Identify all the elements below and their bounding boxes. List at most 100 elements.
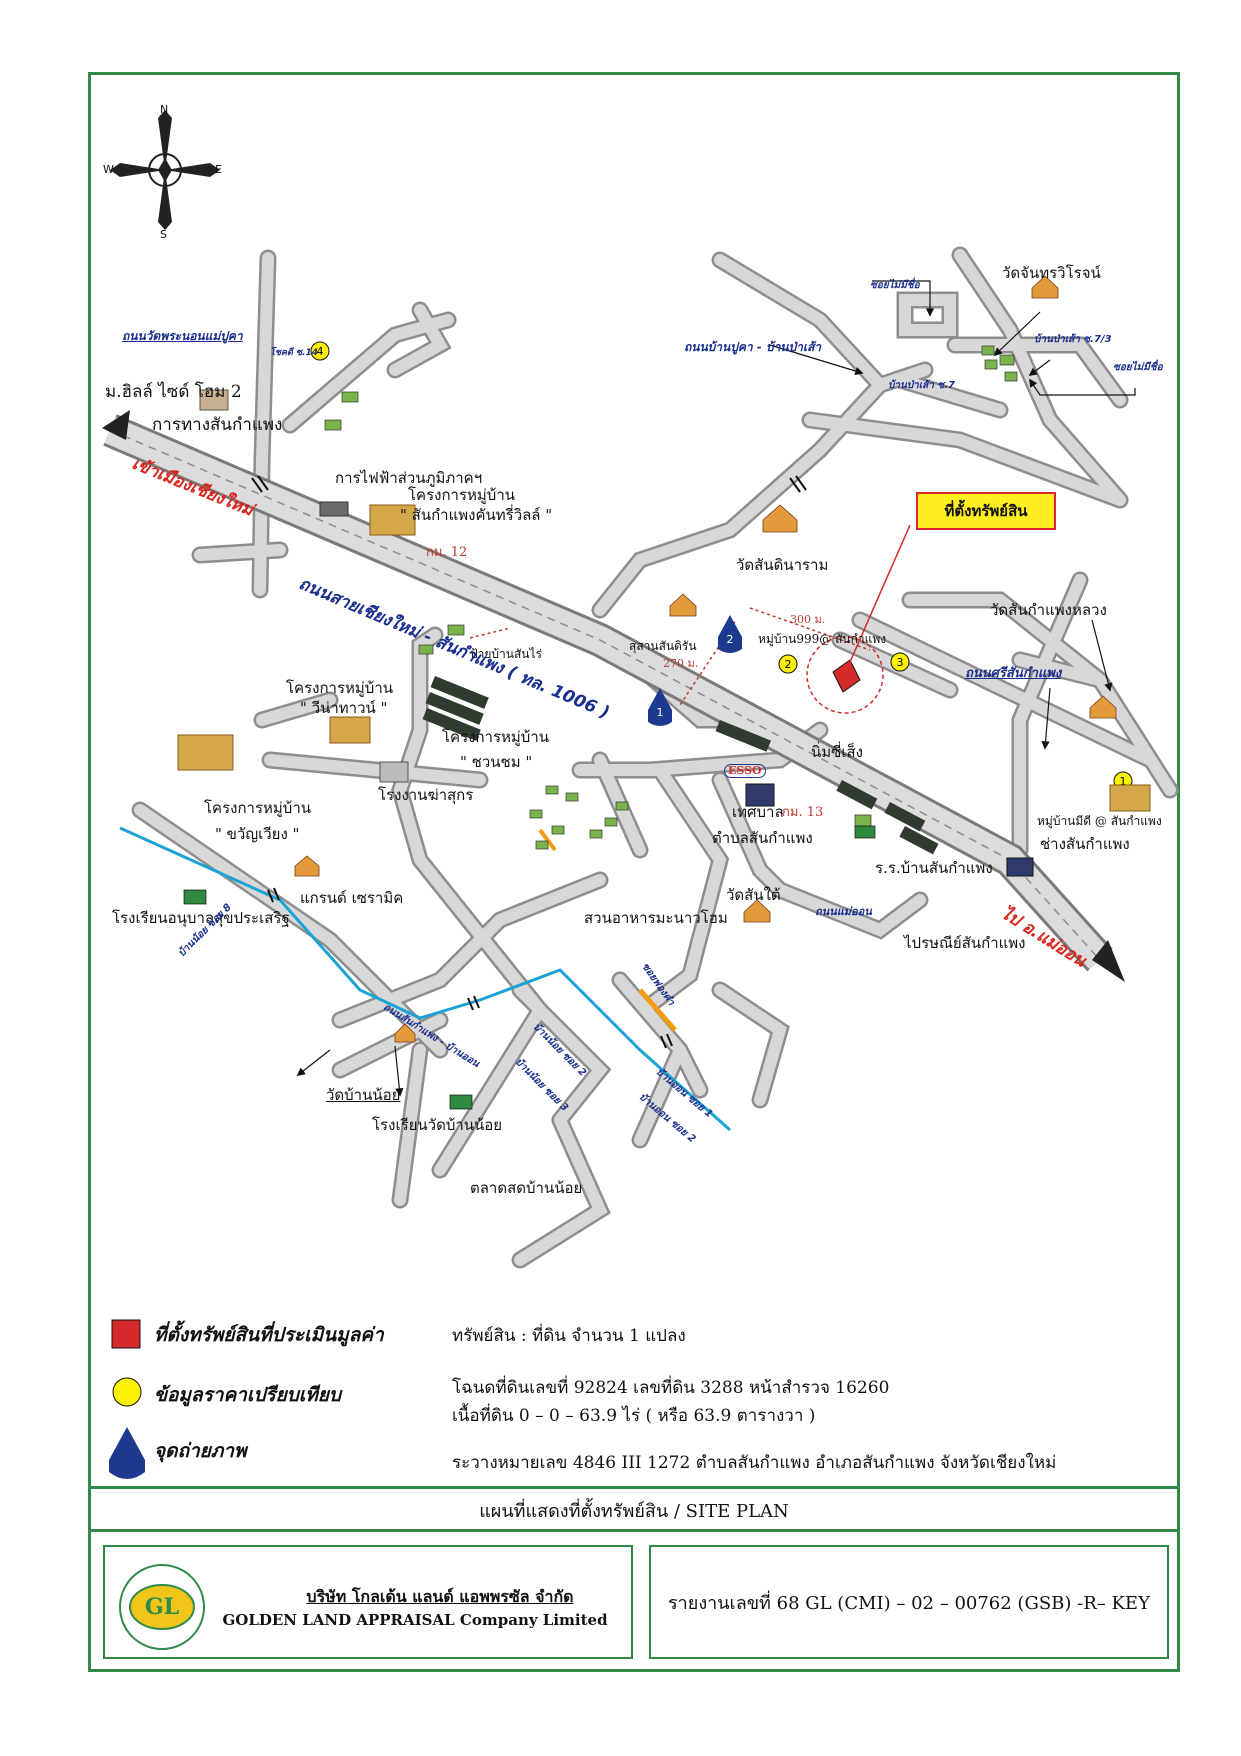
company-box: บริษัท โกลเด้น แลนด์ แอพพรซัล จำกัด GOLD… [103, 1545, 633, 1659]
label-chang-san: ช่างสันกำแพง [1040, 835, 1130, 853]
label-hill-side: ม.ฮิลล์ ไซด์ โฮม 2 [105, 382, 242, 402]
divider-2 [88, 1529, 1180, 1532]
river [119, 826, 731, 1132]
label-chuanchom-2: " ชวนชม " [460, 753, 533, 771]
compass-s: S [160, 228, 167, 241]
report-number: รายงานเลขที่ 68 GL (CMI) – 02 – 00762 (G… [668, 1592, 1150, 1614]
compass-w: W [103, 163, 114, 176]
company-thai: บริษัท โกลเด้น แลนด์ แอพพรซัล จำกัด [306, 1587, 574, 1606]
info-line3: เนื้อที่ดิน 0 – 0 – 63.9 ไร่ ( หรือ 63.9… [452, 1406, 816, 1426]
label-kwanwiang-2: " ขวัญเวียง " [215, 825, 300, 843]
label-wat-ban-noi: วัดบ้านน้อย [326, 1086, 401, 1104]
label-school-ban-noi: โรงเรียนวัดบ้านน้อย [372, 1116, 503, 1134]
legend-photo-text: จุดถ่ายภาพ [154, 1440, 247, 1462]
svg-text:3: 3 [897, 656, 904, 669]
orange-road [638, 988, 677, 1032]
label-tessaban: เทศบาล [732, 803, 784, 821]
label-wina-1: โครงการหมู่บ้าน [286, 679, 394, 697]
svg-text:2: 2 [727, 633, 734, 646]
legend-photo: จุดถ่ายภาพ [112, 1436, 247, 1466]
label-anuban-school: โรงเรียนอนุบาลสุขประเสริฐ [112, 909, 290, 927]
svg-text:2: 2 [785, 658, 792, 671]
label-pea: การไฟฟ้าส่วนภูมิภาคฯ [335, 469, 483, 487]
label-moo-ban-mdee: หมู่บ้านมีดี @ สันกำแพง [1037, 814, 1162, 828]
temple-icons [294, 275, 1117, 1043]
company-logo [119, 1564, 205, 1650]
photo-point-1: 1 [648, 688, 672, 726]
road-soi-no-name-1: ซอยไม่มีชื่อ [870, 280, 920, 291]
label-nimseng: นิ่มซี่เส็ง [811, 743, 863, 761]
label-wina-2: " วีน่าทาวน์ " [300, 699, 388, 717]
road-mae-on: ถนนแม่ออน [815, 905, 872, 918]
label-school-san: ร.ร.บ้านสันกำแพง [875, 859, 993, 877]
road-ban-pasao-7: บ้านป่าเส้า ซ.7 [888, 380, 955, 391]
km-13: กม. 13 [782, 805, 824, 820]
school-icons [183, 825, 876, 1110]
site-location-label: ที่ตั้งทรัพย์สิน [916, 492, 1056, 530]
label-slaughter: โรงงานฆ่าสุกร [378, 786, 474, 804]
compass-e: E [215, 163, 222, 176]
row-houses [422, 675, 939, 855]
project-images [177, 389, 1151, 877]
svg-text:1: 1 [657, 706, 664, 719]
comparable-4: 4 [310, 341, 330, 361]
label-city-hall: การทางสันกำแพง [152, 415, 283, 435]
compass-n: N [160, 103, 169, 116]
info-line4: ระวางหมายเลข 4846 III 1272 ตำบลสันกำแพง … [452, 1453, 1057, 1473]
legend-subject: ที่ตั้งทรัพย์สินที่ประเมินมูลค่า [112, 1320, 384, 1350]
arrow-to-maeon [1092, 940, 1125, 982]
label-proj-khantree-2: " สันกำแพงคันทรี่วิลล์ " [400, 506, 553, 524]
report-number-box: รายงานเลขที่ 68 GL (CMI) – 02 – 00762 (G… [649, 1545, 1169, 1659]
map-frame [88, 72, 1180, 1672]
road-sri-sankamphaeng: ถนนศรีสันกำแพง [965, 666, 1062, 681]
label-wat-san-tai: วัดสันใต้ [726, 886, 781, 904]
legend-subject-text: ที่ตั้งทรัพย์สินที่ประเมินมูลค่า [154, 1324, 384, 1346]
label-tambon: ตำบลสันกำแพง [712, 829, 813, 847]
legend-comparable-text: ข้อมูลราคาเปรียบเทียบ [154, 1384, 341, 1406]
label-wat-sankamphaeng-luang: วัดสันกำแพงหลวง [990, 601, 1107, 619]
label-cemetery: สุสานสันดิรัน [629, 639, 697, 653]
label-wat-sandinaram: วัดสันดินาราม [736, 556, 829, 574]
label-proj-khantree-1: โครงการหมู่บ้าน [408, 486, 516, 504]
label-post-office: ไปรษณีย์สันกำแพง [904, 934, 1026, 952]
legend-comparable: ข้อมูลราคาเปรียบเทียบ [112, 1380, 341, 1410]
svg-text:4: 4 [317, 345, 324, 358]
pointer-arrows [296, 280, 1136, 1097]
road-wat-pra-non: ถนนวัดพระนอนแม่ปูคา [122, 329, 243, 343]
company-english: GOLDEN LAND APPRAISAL Company Limited [222, 1611, 608, 1629]
legend-subject-icon [111, 1319, 141, 1349]
dist-270: 270 ม. [663, 657, 699, 670]
label-ban-sai: ป้ายบ้านสันไร่ [470, 647, 542, 661]
label-kwanwiang-1: โครงการหมู่บ้าน [204, 799, 312, 817]
road-soi-14: โชคดี ซ.14 [270, 348, 318, 358]
site-radius [806, 636, 884, 714]
km-12: กม. 12 [426, 545, 468, 560]
road-ban-pukha: ถนนบ้านปูคา - บ้านป่าเส้า [684, 340, 822, 354]
road-ban-pasao-73: บ้านป่าเส้า ซ.7/3 [1034, 334, 1112, 345]
site-leader-line [849, 524, 911, 663]
compass-rose [110, 110, 220, 230]
svg-text:1: 1 [1120, 775, 1127, 788]
road-soi-no-name-2: ซอยไม่มีชื่อ [1113, 362, 1163, 373]
dist-300: 300 ม. [790, 613, 826, 626]
photo-point-2: 2 [718, 615, 742, 653]
label-restaurant: สวนอาหารมะนาวโฮม [584, 909, 728, 927]
info-line1: ทรัพย์สิน : ที่ดิน จำนวน 1 แปลง [452, 1326, 686, 1346]
main-highway [103, 414, 1113, 972]
label-market-ban-noi: ตลาดสดบ้านน้อย [470, 1179, 583, 1197]
legend-photo-icon [109, 1427, 145, 1479]
crossings [251, 475, 807, 1049]
subject-parcel [832, 659, 861, 693]
label-wat-chantharawirot: วัดจันทรวิโรจน์ [1002, 264, 1101, 282]
label-chuanchom-1: โครงการหมู่บ้าน [442, 728, 550, 746]
logo-text: GL [145, 1594, 179, 1620]
comparable-2: 2 [778, 654, 798, 674]
arrow-to-chiangmai [102, 410, 130, 440]
divider-1 [88, 1486, 1180, 1489]
minor-roads-fill [134, 249, 1176, 1266]
label-moo-ban-999: หมู่บ้าน999@ สันกำแพง [758, 632, 887, 646]
label-esso: ESSO [724, 764, 766, 779]
orange-road-2 [538, 828, 557, 852]
info-line2: โฉนดที่ดินเลขที่ 92824 เลขที่ดิน 3288 หน… [452, 1378, 890, 1398]
